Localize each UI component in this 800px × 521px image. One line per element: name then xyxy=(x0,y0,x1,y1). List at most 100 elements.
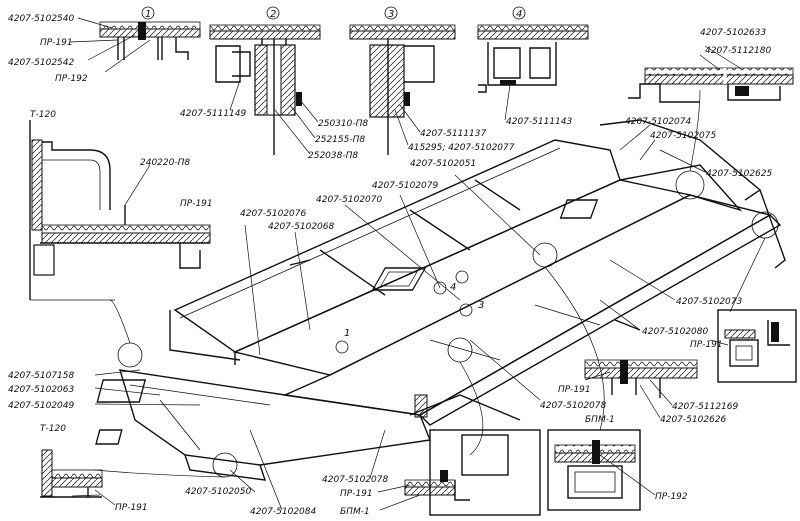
floor-board-section xyxy=(99,28,201,38)
panel-edge xyxy=(179,147,561,319)
leader xyxy=(94,403,201,406)
connector xyxy=(94,469,226,478)
channel-left-box xyxy=(493,47,521,79)
leader xyxy=(394,109,409,146)
floor-insulation-strip xyxy=(209,24,321,32)
label-part: 4207-5102542 xyxy=(8,58,75,68)
floor-marker-4: 4 xyxy=(450,282,456,293)
leader xyxy=(124,164,151,206)
joint-insert xyxy=(620,360,628,384)
connector xyxy=(729,237,766,313)
detail-frame xyxy=(429,429,541,516)
leader xyxy=(94,489,116,506)
label-part: 415295; 4207-5102077 xyxy=(408,143,515,153)
wood-beam-section xyxy=(369,44,405,118)
floor-assembly xyxy=(95,119,786,481)
leader xyxy=(369,429,386,479)
hatch-opening-center xyxy=(371,267,427,291)
detail-marker-circle xyxy=(512,6,526,20)
detail-right-pr191 xyxy=(717,309,797,383)
nut xyxy=(296,92,302,106)
leader xyxy=(454,174,541,256)
floor-board-section xyxy=(477,30,589,40)
label-part: 4207-5112169 xyxy=(672,402,739,412)
channel-outer xyxy=(487,42,557,86)
angle-profile xyxy=(767,320,790,346)
end-profile xyxy=(454,480,470,501)
label-part: 4207-5102073 xyxy=(676,297,743,307)
fastener-rods xyxy=(611,378,661,398)
floor-board-section xyxy=(209,30,321,40)
floor-insulation-strip xyxy=(99,21,201,30)
joint-insert xyxy=(138,22,146,40)
panel-joint xyxy=(319,249,386,296)
detail-bpm1 xyxy=(584,359,698,398)
leader xyxy=(599,299,641,331)
label-part: ПР-191 xyxy=(558,385,591,395)
inner-frame xyxy=(461,434,509,476)
bolt-head xyxy=(261,39,287,45)
box-profile-inner xyxy=(574,471,616,493)
wall-panel xyxy=(31,139,43,231)
floor-board-section xyxy=(404,486,456,496)
panel-joint xyxy=(409,209,471,251)
label-part: ПР-192 xyxy=(655,492,688,502)
leader xyxy=(377,484,411,493)
label-part: ПР-191 xyxy=(40,38,73,48)
floor-insulation-strip xyxy=(477,24,589,32)
label-part: 252038-П8 xyxy=(308,151,358,161)
floor-board-section xyxy=(724,329,756,339)
clip-left xyxy=(478,84,487,93)
label-part: 4207-5102070 xyxy=(316,195,383,205)
detail-1: 1 xyxy=(99,6,201,60)
leader xyxy=(639,139,656,161)
connector xyxy=(109,299,131,344)
leader xyxy=(709,339,729,346)
callout-circle xyxy=(447,337,473,363)
floor-insulation-strip xyxy=(41,224,211,234)
leader xyxy=(379,494,421,511)
label-part: 4207-5102084 xyxy=(250,507,317,517)
label-part: ПР-191 xyxy=(690,340,723,350)
right-end-panel xyxy=(619,164,743,212)
hatch-inner xyxy=(380,271,418,287)
detail-bottom-mid xyxy=(404,429,541,516)
leader xyxy=(704,45,741,69)
label-part: ПР-192 xyxy=(55,74,88,84)
floor-insulation-strip xyxy=(584,359,698,369)
leader xyxy=(399,194,441,289)
label-part: 4207-5102626 xyxy=(660,415,727,425)
floor-board-section xyxy=(584,367,698,379)
panel-seam xyxy=(429,339,501,361)
label-part: 4207-5112180 xyxy=(705,46,772,56)
fastener-rods xyxy=(117,37,163,60)
floor-board-section xyxy=(644,74,794,85)
profile-right xyxy=(727,84,781,101)
box-profile xyxy=(729,339,759,367)
leader xyxy=(399,104,421,133)
detail-marker-circle xyxy=(141,6,155,20)
detail-bottom-pr192 xyxy=(547,429,641,511)
leader xyxy=(649,379,673,406)
floor-marker-circle xyxy=(455,270,469,284)
leader xyxy=(599,454,656,496)
label-part: 4207-5102075 xyxy=(650,131,717,141)
detail-marker-circle xyxy=(384,6,398,20)
detail-frame xyxy=(717,309,797,383)
support-block xyxy=(414,394,428,418)
label-part: ПР-191 xyxy=(340,489,373,499)
weld-pad xyxy=(500,80,516,85)
label-part: ПР-191 xyxy=(180,199,213,209)
floor-board-section xyxy=(349,30,456,40)
label-part: 4207-5102063 xyxy=(8,385,75,395)
leader xyxy=(229,469,256,493)
nut xyxy=(404,92,410,106)
detail-marker-1: 1 xyxy=(145,9,151,20)
label-part: 4207-5111149 xyxy=(180,109,247,119)
connector xyxy=(459,361,484,456)
label-part: 240220-П8 xyxy=(140,158,190,168)
floor-frame-curve xyxy=(42,141,111,210)
leader xyxy=(69,39,119,43)
box-profile-inner xyxy=(735,345,753,361)
